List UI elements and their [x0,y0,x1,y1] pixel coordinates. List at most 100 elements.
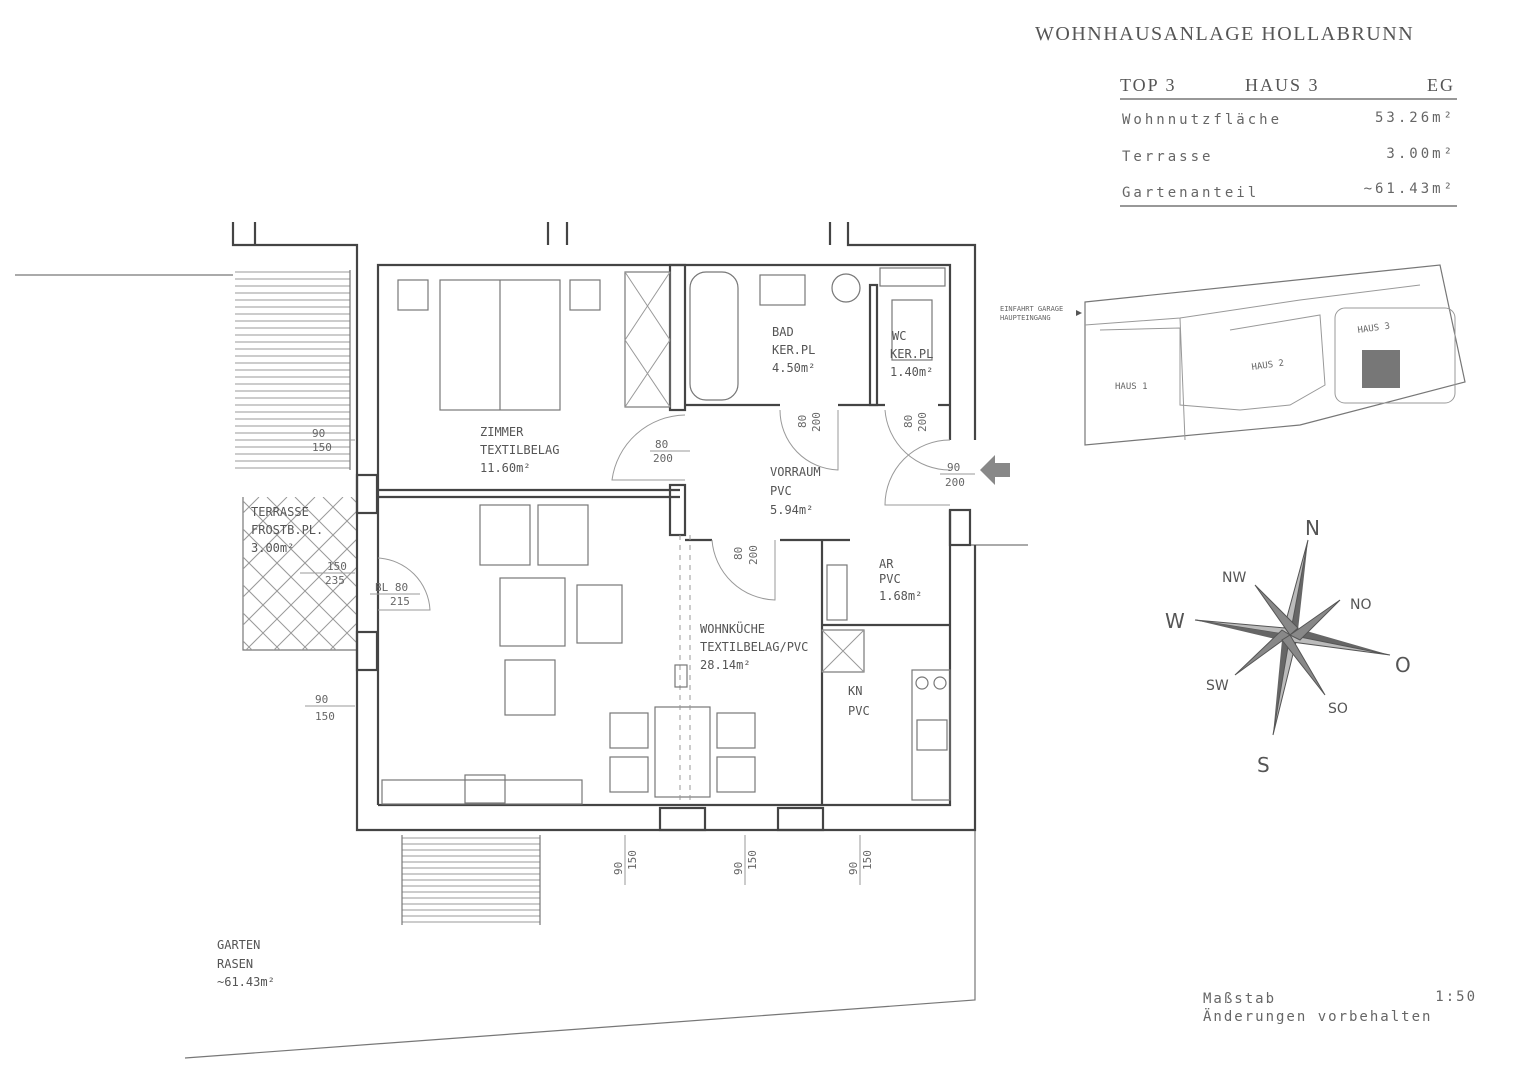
toilet [891,299,933,361]
room-area: 11.60m² [480,461,531,475]
floor-level: EG [1427,75,1455,95]
room-wc: WC KER.PL 1.40m² [890,329,933,379]
room-floor: KER.PL [890,347,933,361]
room-area: 28.14m² [700,658,751,672]
dim-label: 150 [315,710,335,723]
hatch-line [519,497,679,657]
dim-label: 150 [327,560,347,573]
hatch-line [43,497,203,657]
stairs-bottom [401,835,541,925]
dimension-labels: 90 150 80 200 80 200 80 200 90 200 80 20… [300,412,975,885]
room-zimmer: ZIMMER TEXTILBELAG 11.60m² [480,425,559,475]
area-label: Gartenanteil [1122,185,1259,201]
hatch-line [243,497,260,514]
compass-w: W [1165,609,1185,633]
scale-value: 1:50 [1435,989,1477,1005]
hatch-line [407,497,567,657]
room-area: 3.00m² [251,541,294,555]
room-floor: TEXTILBELAG/PVC [700,640,808,654]
dim-label: 200 [653,452,673,465]
room-kn: KN PVC [848,684,870,718]
dim-label: 150 [312,441,332,454]
entrance-note: EINFAHRT GARAGE [1000,305,1063,313]
compass-n: N [1305,516,1320,540]
room-vorraum: VORRAUM PVC 5.94m² [770,465,821,517]
dim-label: 150 [746,850,759,870]
compass-sw: SW [1206,678,1229,694]
room-floor: RASEN [217,957,253,971]
hatch-line [243,497,344,598]
hatch-line [243,510,357,626]
compass-o: O [1395,653,1411,677]
site-house-label: HAUS 3 [1357,322,1391,336]
room-area: ~61.43m² [217,975,275,989]
room-name: BAD [772,325,794,339]
hatch-line [243,497,288,542]
compass-no: NO [1350,597,1372,613]
top-number: TOP 3 [1120,75,1177,95]
hatch-line [491,497,651,657]
dim-label: 90 [732,862,745,875]
info-table: TOP 3 HAUS 3 EG Wohnnutzfläche 53.26m² T… [1120,75,1457,207]
dim-label: 150 [626,850,639,870]
unit-highlight [1362,350,1400,388]
site-plan: EINFAHRT GARAGE HAUPTEINGANG HAUS 1 HAUS… [1000,264,1466,446]
terrace-hatch [43,497,679,657]
compass-s: S [1257,753,1270,777]
disclaimer: Änderungen vorbehalten [1203,1007,1432,1025]
hatch-line [43,497,203,657]
room-name: VORRAUM [770,465,821,479]
dim-label: 80 [902,415,915,428]
garden-outline [15,274,1028,1059]
hatch-line [273,566,357,650]
hatch-line [243,640,253,650]
entrance-note: HAUPTEINGANG [1000,314,1051,322]
area-value: 53.26m² [1375,110,1455,126]
room-name: AR [879,557,894,571]
room-floor: TEXTILBELAG [480,443,559,457]
hatch-line [294,497,357,560]
entrance-arrow-icon [1076,310,1082,316]
furniture [381,267,951,805]
room-ar: AR PVC 1.68m² [879,557,922,603]
bathtub [689,271,739,401]
hatch-line [379,497,539,657]
room-name: WC [892,329,906,343]
dim-label: 90 [947,461,960,474]
room-area: 1.40m² [890,365,933,379]
hatch-line [463,497,623,657]
hatch-line [491,497,651,657]
room-area: 1.68m² [879,589,922,603]
dim-label: 200 [810,412,823,432]
hatch-line [245,538,357,650]
room-name: KN [848,684,862,698]
room-wohnkueche: WOHNKÜCHE TEXTILBELAG/PVC 28.14m² [700,620,808,672]
room-floor: FROSTB.PL. [251,523,323,537]
room-name: WOHNKÜCHE [700,620,765,636]
room-name: GARTEN [217,938,260,952]
dim-label: 200 [945,476,965,489]
hatch-line [243,584,309,650]
room-floor: PVC [770,484,792,498]
hatch-line [243,612,281,650]
hatch-line [379,497,539,657]
scale-label: Maßstab [1203,991,1276,1007]
wardrobe [624,271,671,408]
room-name: TERRASSE [251,505,309,519]
washing-machine [831,273,861,303]
washbasin [759,274,806,306]
room-area: 5.94m² [770,503,813,517]
site-house-label: HAUS 2 [1251,359,1285,373]
site-house-label: HAUS 1 [1115,382,1148,392]
compass-nw: NW [1222,570,1246,586]
dim-label: 90 [315,693,328,706]
hatch-line [322,497,357,532]
dim-label: 80 [732,547,745,560]
hatch-line [301,594,357,650]
area-label: Wohnnutzfläche [1122,112,1282,128]
compass-so: SO [1328,701,1348,717]
area-label: Terrasse [1122,149,1213,165]
room-name: ZIMMER [480,425,524,439]
hatch-line [243,497,316,570]
